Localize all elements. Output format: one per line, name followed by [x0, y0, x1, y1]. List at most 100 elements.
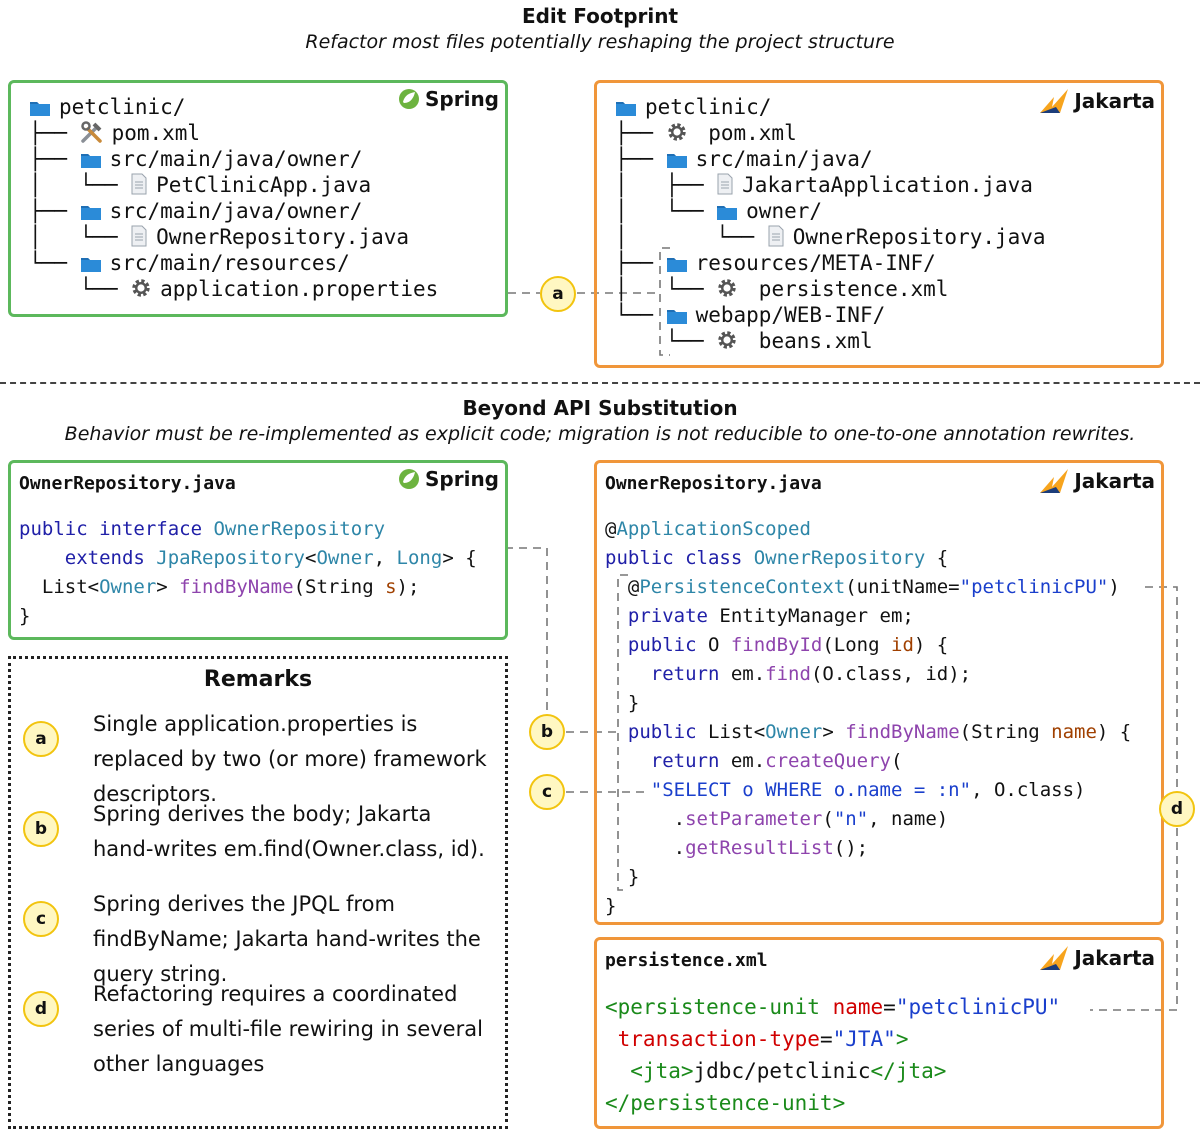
- code-token: List<: [19, 576, 100, 598]
- tree-branch: │ └──: [29, 225, 131, 249]
- code-token: > {: [442, 547, 477, 569]
- tree-entry-label: src/main/java/owner/: [109, 199, 363, 223]
- code-line: transaction-type="JTA">: [605, 1027, 909, 1051]
- code-token: "petclinicPU": [959, 576, 1109, 598]
- tree-row: petclinic/: [615, 95, 771, 122]
- persistence-badge-label: Jakarta: [1074, 946, 1155, 970]
- code-token: s: [385, 576, 397, 598]
- code-token: public: [605, 634, 708, 656]
- code-line: @PersistenceContext(unitName="petclinicP…: [605, 576, 1120, 598]
- folder-icon: [716, 202, 738, 226]
- code-token: Owner: [765, 721, 823, 743]
- code-token: setParameter: [685, 808, 823, 830]
- code-token: "JTA": [832, 1027, 896, 1051]
- remark-text-b: Spring derives the body; Jakarta hand-wr…: [93, 802, 485, 861]
- remark-marker-b: b: [23, 811, 59, 847]
- code-token: ): [1108, 576, 1120, 598]
- file-icon: [716, 173, 734, 200]
- remark-marker-a: a: [23, 721, 59, 757]
- code-token: Long: [396, 547, 443, 569]
- code-line: return em.createQuery(: [605, 750, 903, 772]
- code-token: ) {: [913, 634, 949, 656]
- code-line: public class OwnerRepository {: [605, 547, 948, 569]
- code-line: List<Owner> findByName(String s);: [19, 576, 420, 598]
- code-line: }: [605, 866, 639, 888]
- code-token: findByName: [845, 721, 960, 743]
- code-token: JpaRepository: [156, 547, 305, 569]
- tree-entry-label: pom.xml: [111, 121, 201, 145]
- code-line: .getResultList();: [605, 837, 869, 859]
- code-token: {: [925, 547, 949, 569]
- tree-entry-label: src/main/java/: [695, 147, 873, 171]
- jakarta-logo-icon: [1040, 946, 1069, 970]
- code-token: @: [605, 518, 617, 540]
- code-token: name: [832, 995, 884, 1019]
- code-token: <persistence-unit: [605, 995, 833, 1019]
- tree-row: petclinic/: [29, 95, 185, 122]
- tree-branch: └──: [615, 329, 717, 353]
- tree-entry-label: owner/: [746, 199, 823, 223]
- code-token: createQuery: [765, 750, 892, 772]
- tree-branch: │ └──: [615, 277, 717, 301]
- code-token: =: [883, 995, 896, 1019]
- tree-row: ├── src/main/java/owner/: [29, 147, 362, 174]
- tree-entry-label: JakartaApplication.java: [742, 173, 1033, 197]
- tree-row: └── src/main/resources/: [29, 251, 350, 278]
- code-token: (unitName=: [845, 576, 960, 598]
- tree-row: ├── src/main/java/owner/: [29, 199, 362, 226]
- code-token: public class: [605, 547, 754, 569]
- tree-branch: ├──: [615, 121, 666, 145]
- code-token: ApplicationScoped: [616, 518, 811, 540]
- tree-entry-label: petclinic/: [59, 95, 186, 119]
- marker-d: d: [1159, 791, 1195, 827]
- marker-c: c: [529, 774, 565, 810]
- tree-branch: └──: [615, 303, 666, 327]
- code-token: transaction-type: [605, 1027, 820, 1051]
- code-token: PersistenceContext: [639, 576, 846, 598]
- code-line: <jta>jdbc/petclinic</jta>: [605, 1059, 946, 1083]
- tree-entry-label: pom.xml: [695, 121, 797, 145]
- code-token: (: [891, 750, 903, 772]
- remarks-title: Remarks: [203, 667, 313, 692]
- code-token: EntityManager em;: [719, 605, 914, 627]
- code-line: extends JpaRepository<Owner, Long> {: [19, 547, 477, 569]
- top-subtitle: Refactor most files potentially reshapin…: [305, 31, 895, 53]
- code-token: em.: [730, 750, 766, 772]
- code-token: .: [605, 837, 686, 859]
- code-token: public: [605, 721, 708, 743]
- code-token: em.: [730, 663, 766, 685]
- code-token: }: [605, 692, 640, 714]
- code-token: List<: [707, 721, 766, 743]
- code-token: return: [605, 663, 731, 685]
- code-token: .: [605, 808, 686, 830]
- tree-entry-label: beans.xml: [746, 329, 873, 353]
- code-token: >: [156, 576, 180, 598]
- code-token: [605, 779, 651, 801]
- jakarta-code-filename: OwnerRepository.java: [605, 473, 822, 494]
- tree-row: └── application.properties: [29, 277, 439, 304]
- code-token: >: [822, 721, 846, 743]
- bottom-subtitle: Behavior must be re-implemented as expli…: [64, 423, 1136, 445]
- marker-b: b: [529, 714, 565, 750]
- jakarta-badge: Jakarta: [1038, 87, 1155, 115]
- code-token: OwnerRepository: [753, 547, 926, 569]
- code-token: , name): [868, 808, 949, 830]
- remark-marker-c: c: [23, 901, 59, 937]
- folder-icon: [80, 202, 102, 226]
- tree-branch: ├──: [615, 251, 666, 275]
- code-token: findByName: [179, 576, 294, 598]
- code-token: (String: [293, 576, 386, 598]
- code-line: public O findById(Long id) {: [605, 634, 948, 656]
- code-token: (: [822, 808, 834, 830]
- tree-row: ├── src/main/java/: [615, 147, 873, 174]
- folder-icon: [80, 150, 102, 174]
- code-token: name: [1051, 721, 1097, 743]
- code-token: public interface: [19, 518, 214, 540]
- tree-branch: │ └──: [29, 173, 131, 197]
- gear-icon: [716, 277, 738, 304]
- code-token: ) {: [1096, 721, 1132, 743]
- folder-icon: [615, 98, 637, 122]
- gear-icon: [666, 121, 688, 148]
